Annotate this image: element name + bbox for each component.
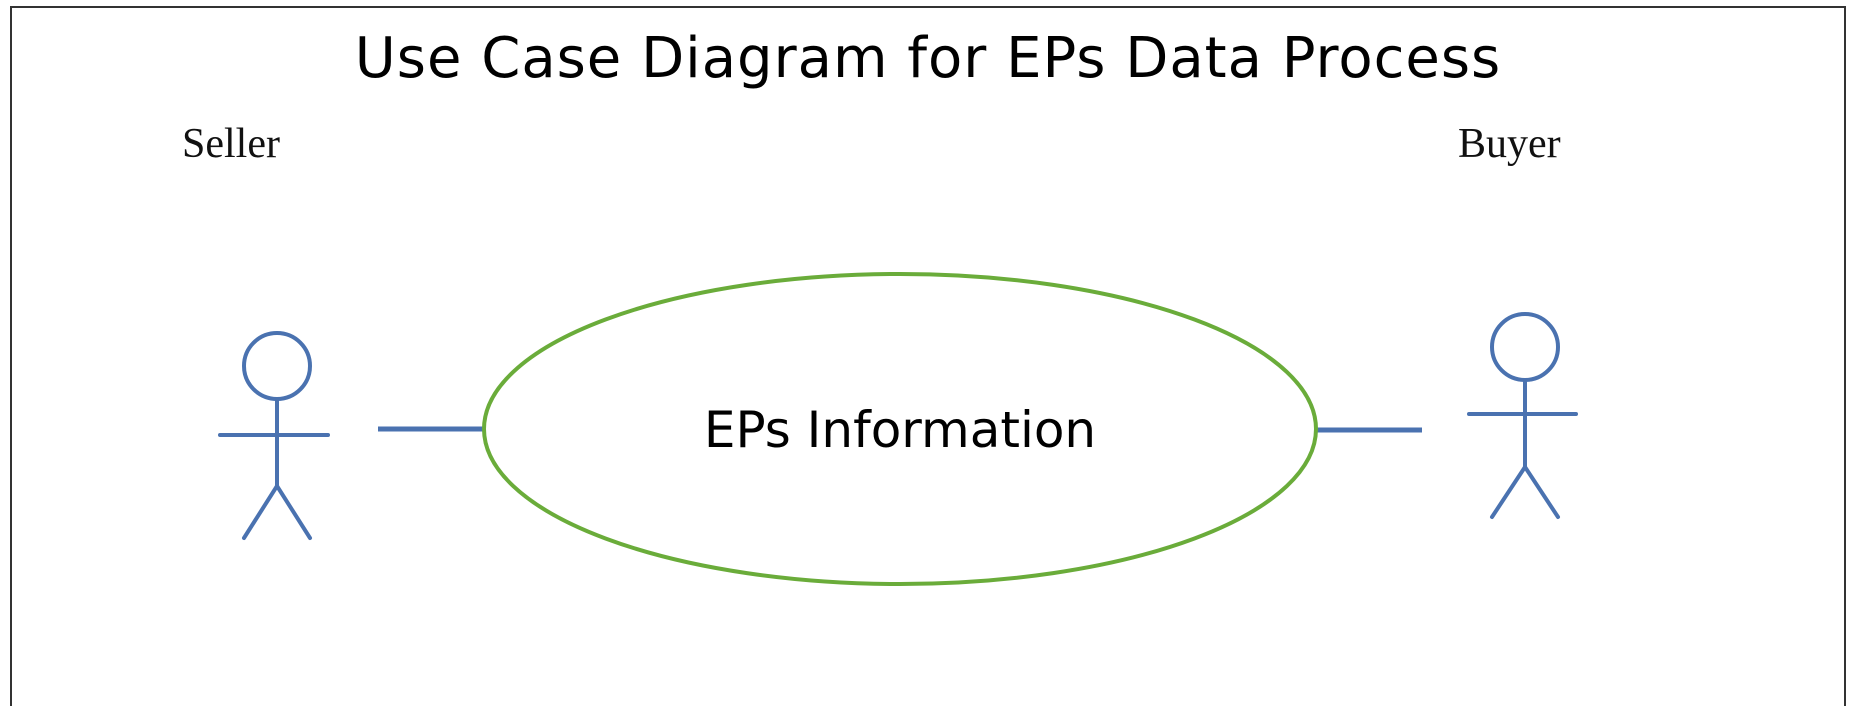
buyer-actor-head [1490, 312, 1560, 382]
use-case-label: EPs Information [704, 401, 1096, 459]
buyer-actor-left-leg [1490, 465, 1527, 519]
seller-actor-left-leg [242, 484, 279, 540]
buyer-actor-label: Buyer [1458, 121, 1561, 167]
diagram-title: Use Case Diagram for EPs Data Process [354, 26, 1502, 91]
buyer-actor-right-leg [1523, 465, 1560, 519]
diagram-frame: Use Case Diagram for EPs Data Process Se… [10, 6, 1846, 706]
seller-actor-right-leg [275, 484, 312, 540]
seller-actor-head [242, 331, 312, 401]
buyer-actor [1467, 312, 1578, 519]
use-case-ellipse [482, 272, 1318, 586]
seller-actor [218, 331, 330, 540]
seller-actor-label: Seller [182, 121, 280, 167]
